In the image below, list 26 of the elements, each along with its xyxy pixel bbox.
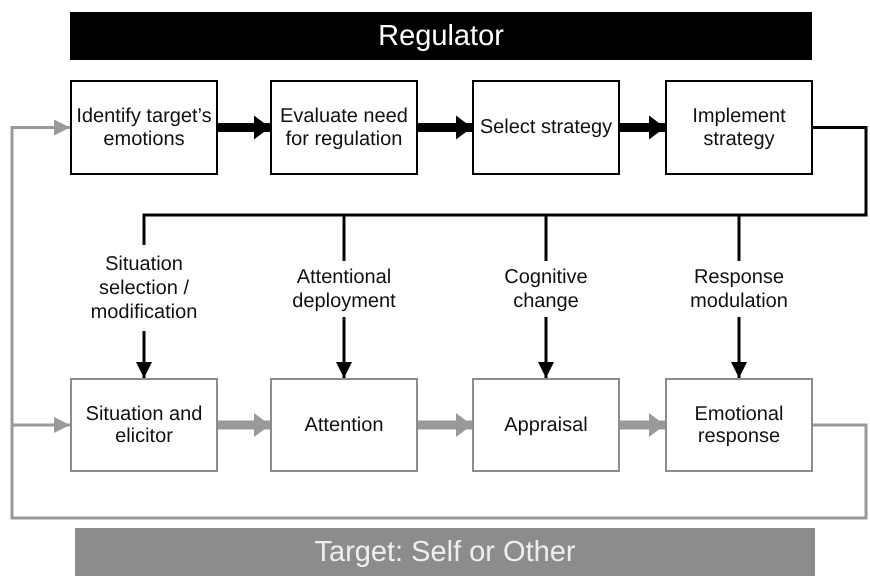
block-arrow	[418, 116, 472, 140]
strategy-label: Cognitive change	[472, 261, 620, 317]
title-band: Regulator	[70, 12, 812, 60]
process-box: Emotional response	[665, 378, 813, 472]
process-box: Identify target’s emotions	[70, 80, 218, 175]
block-arrow	[218, 413, 270, 437]
block-arrow	[418, 413, 472, 437]
process-box: Evaluate need for regulation	[270, 80, 418, 175]
block-arrow	[218, 116, 270, 140]
connector-line	[738, 126, 868, 261]
arrow	[10, 417, 868, 520]
arrow	[136, 331, 152, 378]
strategy-label: Attentional deployment	[270, 261, 418, 317]
arrow	[731, 317, 747, 378]
strategy-label: Response modulation	[665, 261, 813, 317]
arrow	[336, 317, 352, 378]
process-box: Situation and elicitor	[70, 378, 218, 472]
block-arrow	[620, 116, 665, 140]
block-arrow	[620, 413, 665, 437]
process-box: Select strategy	[472, 80, 620, 175]
title-band: Target: Self or Other	[75, 528, 815, 576]
arrow	[538, 317, 554, 378]
process-box: Appraisal	[472, 378, 620, 472]
process-box: Implement strategy	[665, 80, 813, 175]
strategy-label: Situation selection / modification	[70, 245, 218, 331]
process-box: Attention	[270, 378, 418, 472]
